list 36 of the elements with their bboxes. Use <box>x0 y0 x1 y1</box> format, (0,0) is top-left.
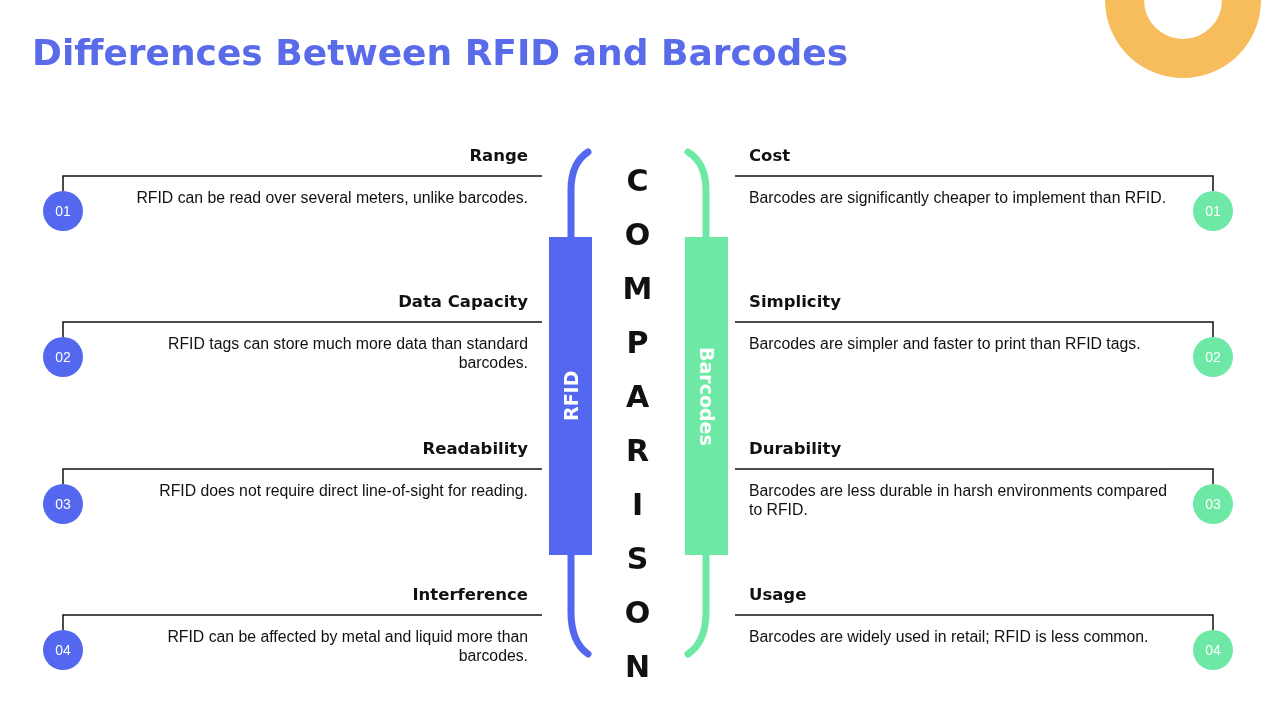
item-description: RFID does not require direct line-of-sight for reading. <box>158 481 528 500</box>
item-description: Barcodes are significantly cheaper to implement than RFID. <box>749 188 1168 207</box>
item-heading: Usage <box>749 584 807 606</box>
connector-line <box>1167 175 1214 192</box>
item-heading: Durability <box>749 438 842 460</box>
number-badge: 02 <box>43 337 83 377</box>
item-description: Barcodes are simpler and faster to print than RFID tags. <box>749 334 1142 353</box>
item-heading: Interference <box>412 584 528 606</box>
number-badge: 03 <box>43 484 83 524</box>
item-description: RFID tags can store much more data than standard barcodes. <box>167 334 528 372</box>
category-bar: Barcodes <box>685 237 728 555</box>
item-description: Barcodes are less durable in harsh environments compared to RFID. <box>749 481 1168 519</box>
number-badge: 03 <box>1193 484 1233 524</box>
connector-line <box>62 175 136 192</box>
connector-line <box>62 321 168 338</box>
item-heading: Readability <box>422 438 528 460</box>
number-badge: 01 <box>1193 191 1233 231</box>
item-description: RFID can be read over several meters, unlike barcodes. <box>135 188 528 207</box>
category-bar: RFID <box>549 237 592 555</box>
item-heading: Data Capacity <box>398 291 528 313</box>
connector-line <box>1167 468 1214 485</box>
number-badge: 01 <box>43 191 83 231</box>
number-badge: 04 <box>1193 630 1233 670</box>
page-title: Differences Between RFID and Barcodes <box>32 31 849 75</box>
item-heading: Simplicity <box>749 291 841 313</box>
connector-line <box>1141 321 1214 338</box>
item-description: RFID can be affected by metal and liquid more than barcodes. <box>166 627 528 665</box>
connector-line <box>1149 614 1214 631</box>
number-badge: 04 <box>43 630 83 670</box>
connector-line <box>62 468 159 485</box>
item-heading: Cost <box>749 145 791 167</box>
connector-line <box>62 614 167 631</box>
item-description: Barcodes are widely used in retail; RFID is less common. <box>749 627 1150 646</box>
vertical-label: COMPARISON <box>619 163 656 703</box>
item-heading: Range <box>469 145 528 167</box>
number-badge: 02 <box>1193 337 1233 377</box>
